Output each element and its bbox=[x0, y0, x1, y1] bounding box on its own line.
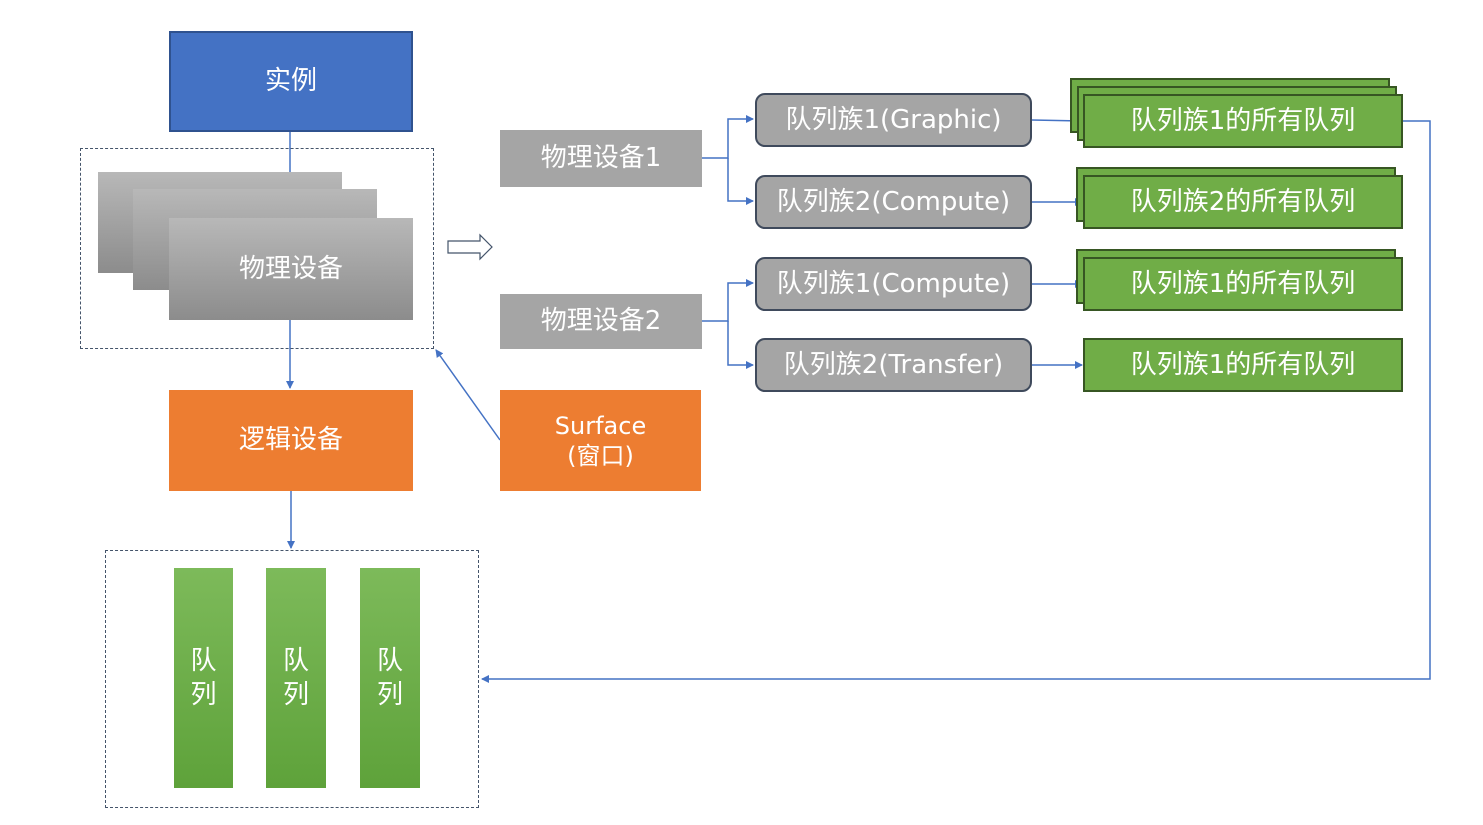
queue-char: 列 bbox=[282, 680, 309, 710]
queue-set-box: 队列族1的所有队列 bbox=[1083, 257, 1403, 311]
surface-sublabel: (窗口) bbox=[567, 441, 634, 470]
device1-to-family1-connector bbox=[702, 115, 754, 159]
surface-to-physical-arrow bbox=[435, 349, 501, 441]
queue-char: 队 bbox=[376, 646, 403, 676]
logical-device-box: 逻辑设备 bbox=[169, 390, 413, 491]
queue-set-label: 队列族2的所有队列 bbox=[1130, 186, 1356, 217]
queue-set-label: 队列族1的所有队列 bbox=[1130, 268, 1356, 299]
physical-device-2-box: 物理设备2 bbox=[500, 294, 702, 349]
queue-family-label: 队列族1(Graphic) bbox=[785, 104, 1002, 135]
queue-column: 队 列 bbox=[266, 568, 326, 788]
queue-family-box: 队列族2(Compute) bbox=[755, 175, 1032, 229]
physical-device-label: 物理设备 bbox=[238, 253, 343, 284]
queue-char: 列 bbox=[190, 680, 217, 710]
queue-set-box: 队列族1的所有队列 bbox=[1083, 94, 1403, 148]
device2-to-family2-connector bbox=[727, 321, 754, 369]
queue-set-box: 队列族2的所有队列 bbox=[1083, 175, 1403, 229]
surface-box: Surface (窗口) bbox=[500, 390, 701, 491]
instance-box: 实例 bbox=[169, 31, 413, 132]
queue-char: 列 bbox=[376, 680, 403, 710]
queue-family-box: 队列族2(Transfer) bbox=[755, 338, 1032, 392]
queue-column: 队 列 bbox=[174, 568, 233, 788]
queue-set-label: 队列族1的所有队列 bbox=[1130, 349, 1356, 380]
hollow-right-arrow bbox=[447, 233, 493, 261]
queue-family-label: 队列族2(Transfer) bbox=[783, 349, 1004, 380]
queue-family-label: 队列族2(Compute) bbox=[776, 186, 1011, 217]
physical-device-2-label: 物理设备2 bbox=[540, 306, 662, 337]
queue-column: 队 列 bbox=[360, 568, 420, 788]
physical-device-card-front: 物理设备 bbox=[169, 218, 413, 320]
physical-device-group bbox=[80, 148, 434, 349]
physical-device-1-label: 物理设备1 bbox=[540, 143, 662, 174]
queues-group bbox=[105, 550, 479, 808]
queue-family-label: 队列族1(Compute) bbox=[776, 268, 1011, 299]
queue-family-box: 队列族1(Graphic) bbox=[755, 93, 1032, 147]
queue-char: 队 bbox=[190, 646, 217, 676]
queue-char: 队 bbox=[282, 646, 309, 676]
device1-to-family2-connector bbox=[727, 158, 754, 205]
queue-set-label: 队列族1的所有队列 bbox=[1130, 105, 1356, 136]
queue-set-box: 队列族1的所有队列 bbox=[1083, 338, 1403, 392]
queue-family-box: 队列族1(Compute) bbox=[755, 257, 1032, 311]
surface-label: Surface bbox=[554, 411, 647, 440]
queues-feedback-connector bbox=[481, 120, 1431, 683]
logical-device-label: 逻辑设备 bbox=[238, 425, 343, 456]
instance-label: 实例 bbox=[264, 66, 317, 97]
device2-to-family1-connector bbox=[702, 279, 754, 322]
physical-device-1-box: 物理设备1 bbox=[500, 130, 702, 187]
